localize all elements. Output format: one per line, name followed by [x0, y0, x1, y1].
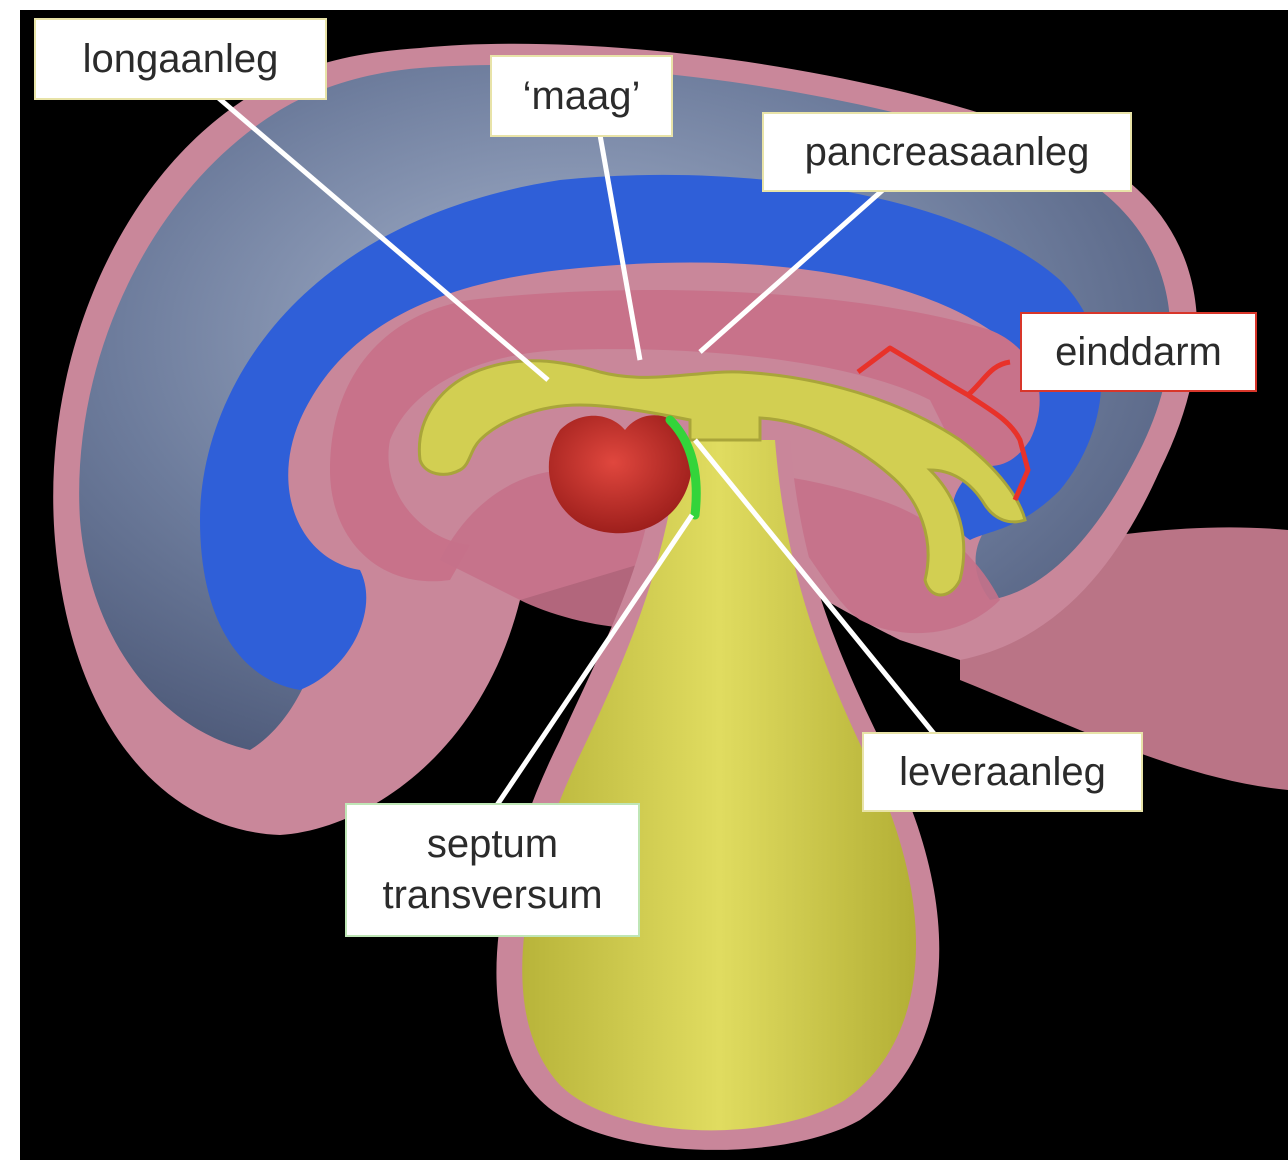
inner-pink-band — [330, 290, 1040, 582]
einddarm-bracket — [856, 345, 1031, 501]
label-septum-line2: transversum — [382, 873, 603, 917]
label-pancreasaanleg: pancreasaanleg — [762, 112, 1132, 192]
yolk-sac — [522, 440, 917, 1131]
label-maag: ‘maag’ — [490, 55, 673, 137]
leader-line-pancreasaanleg — [698, 186, 887, 354]
label-leveraanleg: leveraanleg — [862, 732, 1143, 812]
label-longaanleg: longaanleg — [34, 18, 327, 100]
leader-line-longaanleg — [213, 93, 550, 382]
septum-transversum-marker — [665, 415, 701, 520]
leader-line-maag — [597, 134, 643, 361]
leader-lines — [213, 93, 937, 810]
label-septum-line1: septum — [426, 821, 559, 866]
leader-line-septum — [492, 513, 695, 810]
gut-tube — [417, 359, 1027, 597]
leader-line-leveraanleg — [693, 438, 937, 737]
label-einddarm: einddarm — [1020, 312, 1257, 392]
blue-band — [200, 174, 1102, 690]
label-septum-transversum: septum transversum — [345, 803, 640, 937]
heart — [548, 415, 693, 534]
